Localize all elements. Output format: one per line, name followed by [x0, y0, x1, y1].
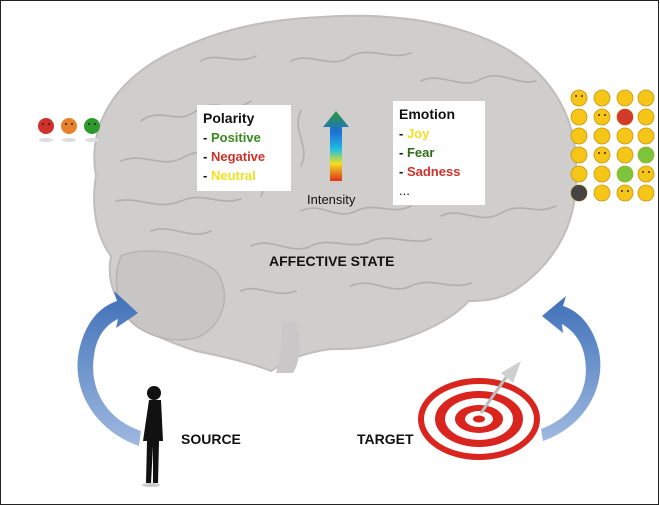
emotion-item: - Sadness: [399, 164, 461, 179]
polarity-title: Polarity: [203, 110, 255, 126]
polarity-neutral: Neutral: [210, 168, 256, 183]
negative-face-icon: [38, 118, 54, 134]
polarity-positive: Positive: [210, 130, 261, 145]
polarity-item: - Negative: [203, 149, 266, 164]
emotion-item: - Fear: [399, 145, 435, 160]
target-label: TARGET: [357, 431, 414, 447]
intensity-arrow-icon: [323, 111, 349, 181]
positive-face-icon: [84, 118, 100, 134]
emoji-grid-icon: [570, 89, 655, 202]
emotion-joy: Joy: [406, 126, 430, 141]
source-arrow-icon: [77, 291, 141, 446]
person-silhouette-icon: [142, 386, 163, 487]
source-label: SOURCE: [181, 431, 241, 447]
polarity-box: Polarity - Positive - Negative - Neutral: [197, 105, 291, 191]
emotion-item: - Joy: [399, 126, 430, 141]
emotion-title: Emotion: [399, 106, 455, 122]
emotion-sadness: Sadness: [406, 164, 461, 179]
polarity-item: - Neutral: [203, 168, 256, 183]
target-arrow-icon: [541, 296, 601, 441]
polarity-faces: [38, 118, 100, 142]
neutral-face-icon: [61, 118, 77, 134]
polarity-item: - Positive: [203, 130, 261, 145]
polarity-negative: Negative: [210, 149, 266, 164]
intensity-label: Intensity: [307, 192, 356, 207]
emotion-more: ...: [399, 183, 410, 198]
emotion-fear: Fear: [406, 145, 435, 160]
affective-state-label: AFFECTIVE STATE: [269, 253, 395, 269]
target-dart-icon: [418, 361, 540, 460]
emotion-box: Emotion - Joy - Fear - Sadness ...: [393, 101, 485, 205]
